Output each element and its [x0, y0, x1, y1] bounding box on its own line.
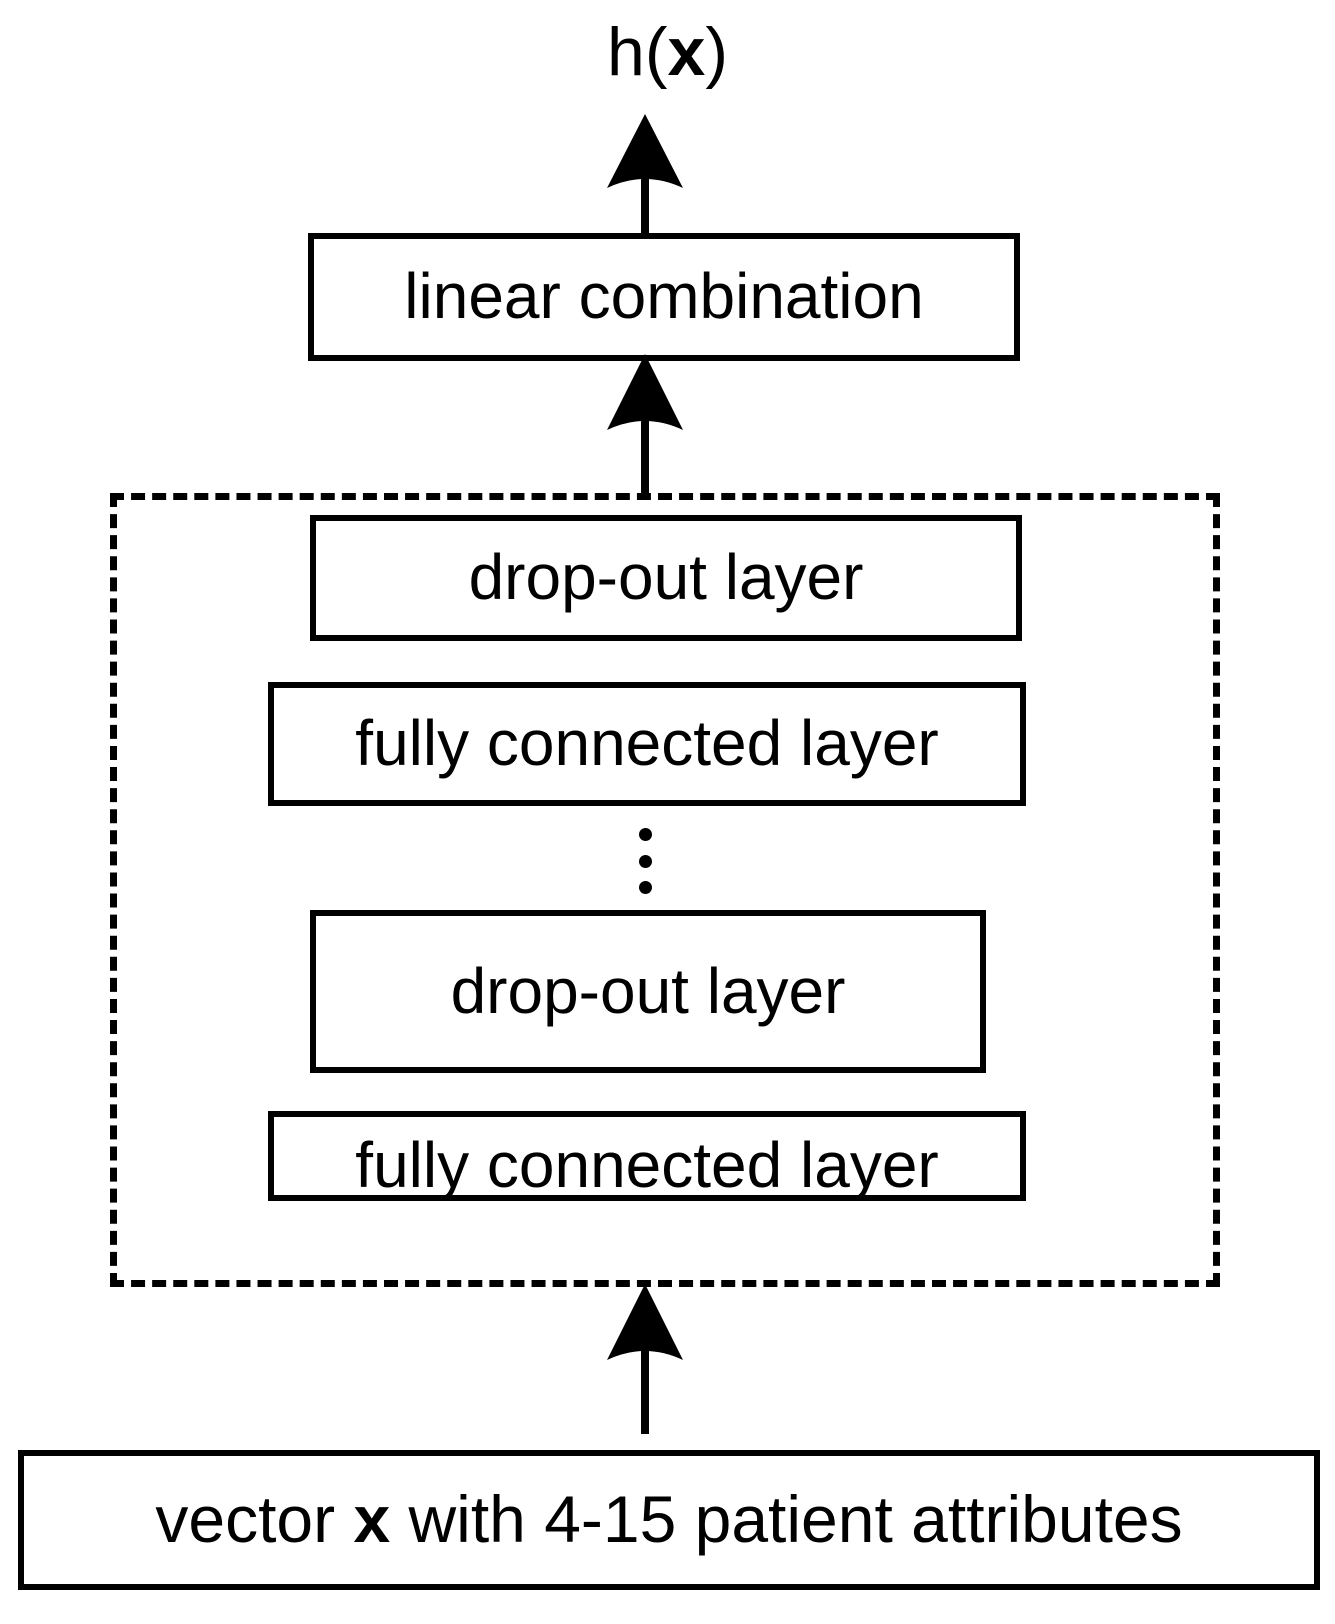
input-label-suffix: with 4-15 patient attributes: [390, 1482, 1183, 1557]
node-input-vector[interactable]: vector x with 4-15 patient attributes: [18, 1450, 1320, 1590]
node-fully-connected-layer-bottom[interactable]: fully connected layer: [268, 1111, 1026, 1201]
output-label-variable: x: [667, 14, 706, 90]
node-linear-combination[interactable]: linear combination: [308, 233, 1020, 361]
node-linear-combination-label: linear combination: [404, 260, 924, 333]
output-label-suffix: ): [705, 14, 728, 90]
node-dropout-layer-bottom-label: drop-out layer: [450, 954, 846, 1027]
node-dropout-layer-top-label: drop-out layer: [468, 541, 864, 614]
node-dropout-layer-top[interactable]: drop-out layer: [310, 515, 1022, 641]
node-input-vector-label: vector x with 4-15 patient attributes: [155, 1485, 1182, 1554]
node-fully-connected-layer-top-label: fully connected layer: [355, 707, 939, 780]
node-fully-connected-layer-bottom-label: fully connected layer: [355, 1129, 939, 1202]
ellipsis-dot: [638, 828, 652, 841]
node-dropout-layer-bottom[interactable]: drop-out layer: [310, 910, 986, 1073]
input-label-variable: x: [353, 1482, 391, 1557]
node-fully-connected-layer-top[interactable]: fully connected layer: [268, 682, 1026, 806]
input-label-prefix: vector: [155, 1482, 354, 1557]
arrow-hidden-block-to-linear-combination-icon: [595, 352, 695, 500]
arrow-input-to-hidden-block-icon: [595, 1280, 695, 1434]
arrow-linear-combination-to-output-icon: [595, 112, 695, 240]
vertical-ellipsis-icon: [625, 828, 665, 894]
output-label: h(x): [0, 8, 1335, 96]
ellipsis-dot: [638, 854, 652, 868]
ellipsis-dot: [638, 881, 652, 894]
output-label-prefix: h(: [607, 14, 668, 90]
